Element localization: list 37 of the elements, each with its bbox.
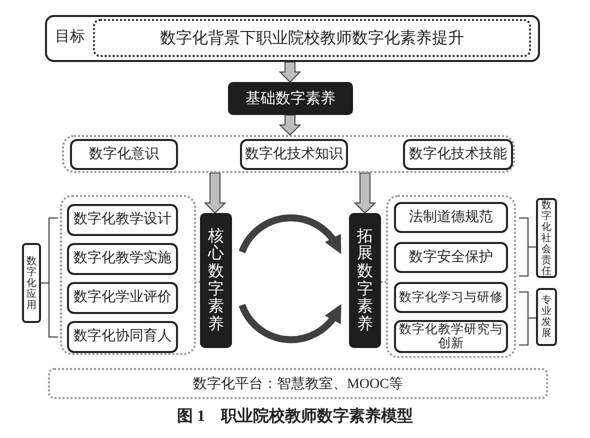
stage-box xyxy=(349,213,381,348)
category-box xyxy=(536,198,557,278)
block-arrow xyxy=(278,62,302,83)
group-frame xyxy=(386,195,516,358)
category-box xyxy=(22,243,41,323)
dotted-connector xyxy=(381,281,386,283)
block-arrow xyxy=(278,114,302,136)
concept-box: 数字安全保护 xyxy=(394,242,508,273)
vertical-label: 核心数字素养 xyxy=(208,228,224,334)
vertical-label: 专业发展 xyxy=(542,295,552,339)
concept-box: 数字化技术知识 xyxy=(240,139,348,170)
block-arrow xyxy=(354,172,376,214)
vertical-label: 拓展数字素养 xyxy=(357,228,373,334)
stage-box: 基础数字素养 xyxy=(228,82,353,115)
concept-box: 数字化学业评价 xyxy=(67,282,178,314)
vertical-label: 数字化社会责任 xyxy=(542,200,552,276)
vertical-label: 数字化应用 xyxy=(26,256,36,310)
concept-box: 数字化协同育人 xyxy=(67,321,178,353)
concept-box: 数字化意识 xyxy=(70,139,178,170)
concept-box: 数字化教学实施 xyxy=(67,243,178,275)
concept-box: 数字化学习与研修 xyxy=(394,282,508,313)
dotted-connector xyxy=(196,281,200,283)
goal-panel xyxy=(45,15,540,62)
platform-note: 数字化平台：智慧教室、MOOC等 xyxy=(48,368,548,399)
group-frame xyxy=(60,195,196,355)
figure-caption: 图 1 职业院校教师数字素养模型 xyxy=(176,406,414,427)
concept-box: 数字化教学研究与创新 xyxy=(394,320,508,353)
concept-box: 法制道德规范 xyxy=(394,202,508,233)
concept-box: 数字化技术技能 xyxy=(403,139,513,170)
goal-label: 目标 xyxy=(55,28,85,46)
group-frame xyxy=(62,135,515,173)
category-box xyxy=(536,288,557,346)
goal-statement: 数字化背景下职业院校教师数字化素养提升 xyxy=(93,19,531,57)
stage-box xyxy=(200,213,232,348)
curved-arrow xyxy=(238,304,342,344)
block-arrow xyxy=(204,172,226,214)
concept-box: 数字化教学设计 xyxy=(67,204,178,236)
